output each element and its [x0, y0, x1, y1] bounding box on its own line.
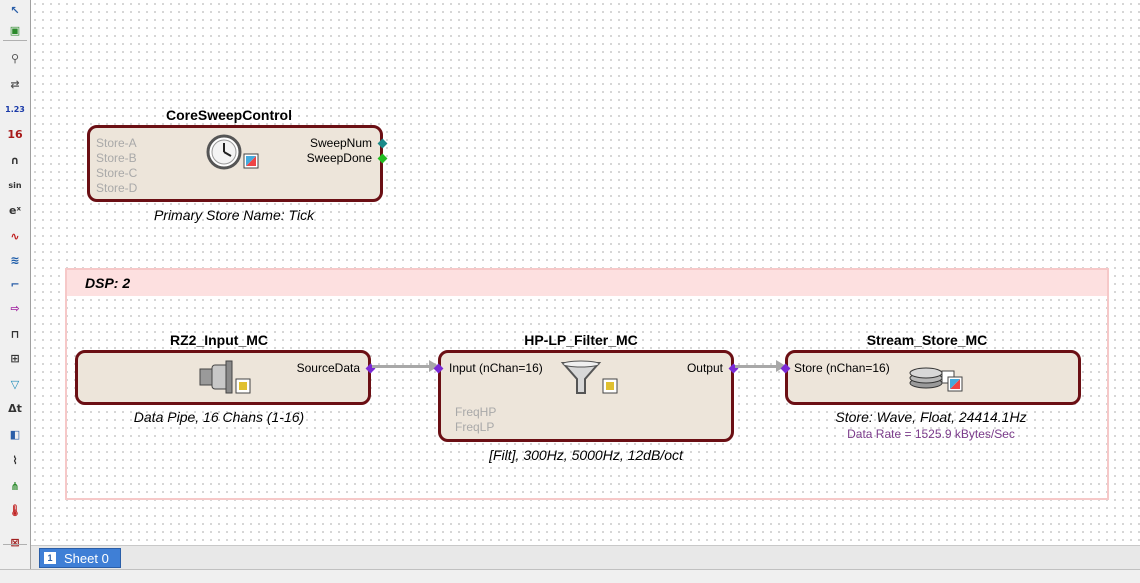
store-b-port[interactable]: Store-B	[96, 151, 137, 165]
output-tool-icon[interactable]: ⇨	[10, 301, 20, 315]
waveform-tool-icon[interactable]: ∿	[10, 229, 20, 243]
store-d-port[interactable]: Store-D	[96, 181, 138, 195]
scope-tool-icon[interactable]: ⌇	[12, 453, 18, 467]
store-c-port[interactable]: Store-C	[96, 166, 138, 180]
toolbar-separator	[3, 544, 27, 545]
stream-store-title: Stream_Store_MC	[866, 332, 988, 348]
sheet-tab[interactable]: 1 Sheet 0	[39, 548, 121, 568]
filter-caption: [Filt], 300Hz, 5000Hz, 12dB/oct	[489, 447, 683, 463]
bus-tool-icon[interactable]: ⊞	[10, 351, 20, 365]
data-pipe-icon	[198, 359, 254, 404]
dsp-label: DSP: 2	[85, 275, 131, 291]
delta-tool-icon[interactable]: Δt	[8, 401, 22, 415]
sweepnum-connector[interactable]	[377, 138, 388, 149]
store-a-port[interactable]: Store-A	[96, 136, 137, 150]
number-tool-icon[interactable]: 1.23	[5, 105, 25, 114]
store-tool-icon[interactable]: ◧	[9, 427, 21, 441]
disk-store-icon	[908, 363, 966, 404]
store-input-port[interactable]: Store (nChan=16)	[794, 361, 890, 375]
step-tool-icon[interactable]: ⌐	[10, 277, 20, 291]
component-toolbar: ↖ ▣ ⚲ ⇄ 1.23 16 ∩ sin eˣ ∿ ≋ ⌐ ⇨ ⊓ ⊞ ▽ Δt ◧ ⌇ ⋔ 🌡 ⊠	[0, 0, 31, 582]
status-bar	[0, 569, 1140, 583]
core-sweep-caption: Primary Store Name: Tick	[153, 207, 315, 223]
freqlp-param[interactable]: FreqLP	[455, 420, 495, 434]
funnel-icon	[559, 359, 619, 404]
core-sweep-node[interactable]: Store-A Store-B Store-C Store-D SweepNum…	[87, 125, 388, 202]
filter-title: HP-LP_Filter_MC	[524, 332, 638, 348]
filter-tool-icon[interactable]: ▽	[10, 377, 20, 391]
thermo-tool-icon[interactable]: 🌡	[8, 503, 22, 517]
exp-tool-icon[interactable]: eˣ	[9, 203, 21, 217]
search-tool-icon[interactable]: ⚲	[10, 51, 20, 65]
rz2-input-node[interactable]: SourceData	[75, 350, 376, 405]
sheet-tab-bar: 1 Sheet 0	[31, 545, 1140, 570]
component-tool-icon[interactable]: ▣	[9, 23, 21, 37]
toolbar-separator	[3, 40, 27, 41]
sheet-tab-label: Sheet 0	[64, 550, 109, 566]
clock-icon	[206, 134, 262, 177]
wire-arrow-1	[429, 360, 439, 372]
sweepdone-connector[interactable]	[377, 153, 388, 164]
data-rate-label: Data Rate = 1525.9 kBytes/Sec	[847, 427, 1015, 441]
pointer-tool-icon[interactable]: ↖	[10, 3, 20, 17]
wire-filter-to-store[interactable]	[735, 365, 779, 368]
dsp-group[interactable]: DSP: 2	[65, 268, 1109, 500]
design-canvas[interactable]: CoreSweepControl Store-A Store-B Store-C…	[31, 0, 1140, 545]
dsp-header: DSP: 2	[67, 270, 1107, 296]
rz2-input-title: RZ2_Input_MC	[170, 332, 268, 348]
wire-arrow-2	[776, 360, 786, 372]
sourcedata-port[interactable]: SourceData	[296, 361, 360, 375]
tree-tool-icon[interactable]: ⋔	[10, 479, 20, 493]
macro-tool-icon[interactable]: ⊠	[10, 535, 20, 549]
sincos-tool-icon[interactable]: sin	[8, 181, 22, 190]
freqhp-param[interactable]: FreqHP	[455, 405, 497, 419]
sweepnum-port[interactable]: SweepNum	[309, 136, 372, 150]
link-tool-icon[interactable]: ⇄	[10, 77, 20, 91]
stream-store-node[interactable]: Store (nChan=16)	[780, 350, 1081, 405]
pulse-tool-icon[interactable]: ⊓	[10, 327, 20, 341]
sweepdone-port[interactable]: SweepDone	[306, 151, 372, 165]
filter-output-port[interactable]: Output	[686, 361, 723, 375]
sheet-number-badge: 1	[44, 552, 56, 564]
spectrum-tool-icon[interactable]: ≋	[10, 253, 20, 267]
filter-node[interactable]: Input (nChan=16) Output FreqHP FreqLP	[433, 350, 739, 442]
wire-source-to-filter[interactable]	[372, 365, 432, 368]
rz2-input-caption: Data Pipe, 16 Chans (1-16)	[133, 409, 305, 425]
filter-input-port[interactable]: Input (nChan=16)	[449, 361, 543, 375]
convert-tool-icon[interactable]: 16	[7, 127, 23, 141]
core-sweep-title: CoreSweepControl	[165, 107, 292, 123]
stream-store-caption: Store: Wave, Float, 24414.1Hz	[835, 409, 1027, 425]
audio-tool-icon[interactable]: ∩	[10, 153, 20, 167]
